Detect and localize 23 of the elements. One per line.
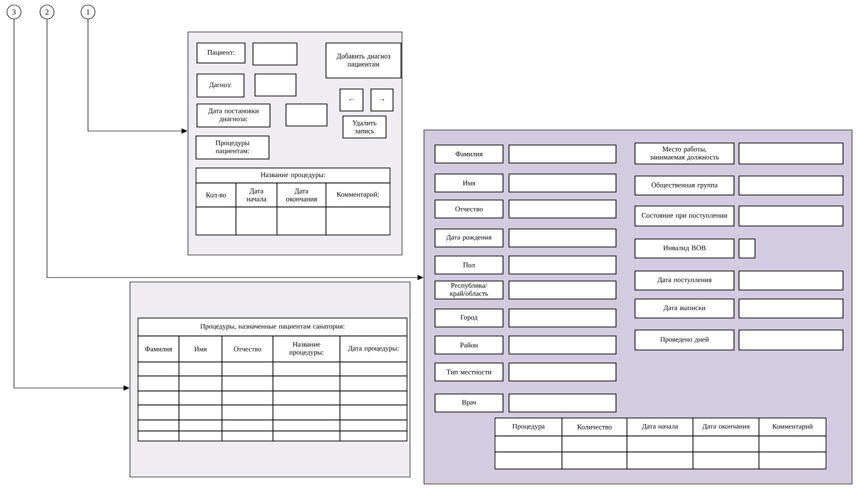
input-field [738,176,844,196]
input-field [254,74,296,96]
input-field [252,42,298,66]
input-field [738,298,844,318]
input-field [508,256,616,274]
input-field [738,330,844,350]
input-field [508,336,616,354]
input-field [738,142,844,164]
input-field [508,200,616,218]
input-field [508,394,616,412]
input-field [508,174,616,192]
input-field [508,362,616,382]
input-field [738,238,756,258]
input-field [508,144,616,164]
arrow [46,19,424,280]
arrow [14,19,130,391]
arrow [88,19,188,134]
input-field [508,280,616,300]
input-field [738,206,844,226]
input-field [738,270,844,290]
input-field [286,104,328,126]
input-field [508,308,616,328]
input-field [508,228,616,248]
